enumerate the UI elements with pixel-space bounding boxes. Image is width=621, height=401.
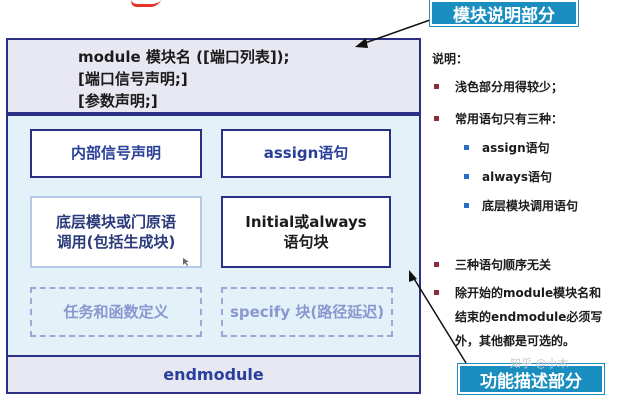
bullet-icon [434, 116, 439, 121]
module-declaration-section: module 模块名 ([端口列表]); [端口信号声明;] [参数声明;] [6, 38, 421, 114]
note-assign: assign语句 [482, 141, 550, 155]
bullet-icon [434, 262, 439, 267]
mouse-cursor-icon [183, 258, 189, 266]
task-function-box: 任务和函数定义 [30, 287, 202, 337]
note-common-statements: 常用语句只有三种： [455, 112, 564, 126]
parameter-declaration-line: [参数声明;] [78, 92, 158, 110]
note-required-line3: 外，其他都是可选的。 [455, 334, 576, 348]
task-function-label: 任务和函数定义 [63, 302, 169, 321]
specify-block-box: specify 块(路径延迟) [221, 287, 393, 337]
note-light-parts: 浅色部分用得较少； [455, 80, 564, 94]
assign-label: assign语句 [263, 144, 349, 163]
function-description-callout: 功能描述部分 [458, 364, 604, 394]
module-description-callout-label: 模块说明部分 [453, 5, 555, 26]
module-description-callout: 模块说明部分 [430, 0, 578, 26]
assign-box: assign语句 [221, 129, 391, 178]
internal-signal-label: 内部信号声明 [70, 144, 161, 163]
endmodule-label: endmodule [163, 365, 264, 384]
sub-bullet-icon [464, 174, 469, 179]
sub-bullet-icon [464, 145, 469, 150]
function-description-callout-label: 功能描述部分 [480, 371, 582, 392]
module-declaration-line: module 模块名 ([端口列表]); [78, 48, 290, 66]
submodule-instantiation-box: 底层模块或门原语 调用(包括生成块) [30, 196, 202, 268]
initial-always-label-line1: Initial或always [245, 212, 367, 231]
note-required-line2: 结束的endmodule必须写 [455, 310, 603, 324]
specify-block-label: specify 块(路径延迟) [229, 302, 385, 321]
bullet-icon [434, 84, 439, 89]
sub-bullet-icon [464, 203, 469, 208]
notes-title: 说明： [432, 52, 469, 66]
note-required-line1: 除开始的module模块名和 [455, 286, 602, 300]
cropped-title-fragment [0, 0, 220, 16]
watermark: 知乎 @小木 [510, 357, 569, 370]
initial-always-box: Initial或always 语句块 [221, 196, 391, 268]
note-always: always语句 [482, 170, 552, 184]
note-submodule: 底层模块调用语句 [482, 199, 579, 213]
note-order-independent: 三种语句顺序无关 [455, 258, 552, 272]
initial-always-label-line2: 语句块 [283, 233, 329, 251]
submodule-label-line1: 底层模块或门原语 [55, 212, 176, 231]
endmodule-section: endmodule [8, 355, 419, 392]
internal-signal-box: 内部信号声明 [30, 129, 202, 178]
port-declaration-line: [端口信号声明;] [78, 70, 188, 88]
submodule-label-line2: 调用(包括生成块) [56, 233, 176, 251]
bullet-icon [434, 290, 439, 295]
